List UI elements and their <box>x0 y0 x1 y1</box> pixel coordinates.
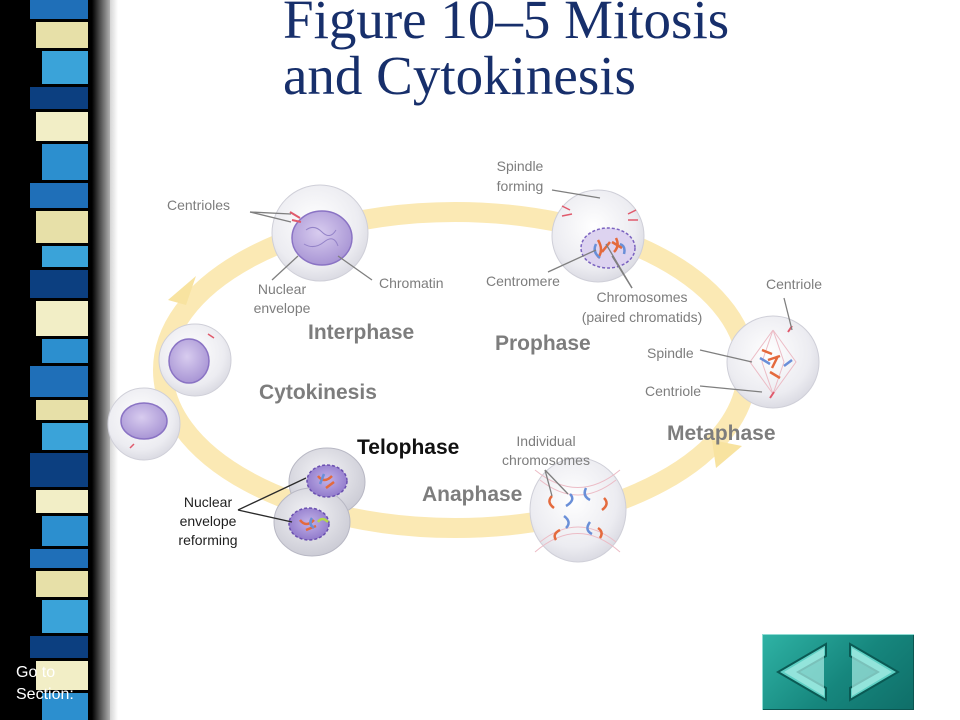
strip-block <box>36 571 88 597</box>
leader-nuclear-envelope <box>271 255 299 281</box>
label-reforming-2: envelope <box>180 513 237 529</box>
strip-block <box>30 366 88 397</box>
label-centriole-bottom: Centriole <box>645 383 701 399</box>
strip-block <box>30 0 88 19</box>
strip-block <box>36 112 88 141</box>
label-centriole-top: Centriole <box>766 276 822 292</box>
phase-cytokinesis: Cytokinesis <box>259 381 377 404</box>
leader-individual-1 <box>544 469 569 495</box>
strip-block <box>30 549 88 568</box>
anaphase-cell <box>529 457 627 563</box>
metaphase-cell <box>726 315 820 409</box>
strip-block <box>42 516 88 546</box>
cytokinesis-cells <box>107 323 232 461</box>
label-spindle-forming-1: Spindle <box>497 158 544 174</box>
strip-block <box>30 270 88 298</box>
strip-block <box>42 246 88 267</box>
strip-block <box>30 183 88 208</box>
slide-title: Figure 10–5 Mitosis and Cytokinesis <box>283 0 729 104</box>
label-centromere: Centromere <box>486 273 560 289</box>
phase-interphase: Interphase <box>308 321 414 344</box>
leader-centriole-bottom <box>699 385 763 393</box>
strip-shadow <box>92 0 118 720</box>
strip-block <box>36 22 88 48</box>
label-spindle-forming-2: forming <box>497 178 544 194</box>
slide-title-line-1: Figure 10–5 Mitosis <box>283 0 730 50</box>
leader-chromosomes-2 <box>611 255 633 289</box>
leader-centrioles-1 <box>249 211 292 215</box>
strip-block <box>42 423 88 450</box>
leader-centriole-top <box>783 297 793 331</box>
leader-reforming-1 <box>237 477 307 511</box>
label-chromosomes-1: Chromosomes <box>596 289 687 305</box>
cycle-ring <box>153 202 757 538</box>
leader-chromatin <box>337 255 373 281</box>
go-to-section-label: Go to Section: <box>16 662 96 706</box>
go-to-line-2: Section: <box>16 686 74 703</box>
phase-anaphase: Anaphase <box>422 483 522 506</box>
strip-block <box>42 339 88 363</box>
leader-reforming-2 <box>237 509 293 523</box>
cycle-arrow-right <box>712 440 742 468</box>
previous-button[interactable] <box>770 638 834 706</box>
phase-metaphase: Metaphase <box>667 422 776 445</box>
phase-prophase: Prophase <box>495 332 591 355</box>
strip-block <box>42 693 88 720</box>
label-reforming-3: reforming <box>178 532 237 548</box>
leader-individual-2 <box>544 469 553 497</box>
leader-centrioles-2 <box>249 211 292 223</box>
cycle-arrow-left <box>168 276 196 305</box>
leader-spindle <box>699 349 753 363</box>
leader-spindle-forming <box>551 189 601 199</box>
right-arrow-icon <box>849 642 900 702</box>
strip-block <box>36 301 88 336</box>
label-centrioles: Centrioles <box>167 197 230 213</box>
label-spindle: Spindle <box>647 345 694 361</box>
label-chromatin: Chromatin <box>379 275 444 291</box>
strip-block <box>36 490 88 513</box>
phase-telophase: Telophase <box>357 436 459 459</box>
label-individual-2: chromosomes <box>502 452 590 468</box>
strip-block <box>36 211 88 243</box>
left-arrow-icon <box>776 642 827 702</box>
decorative-side-strip <box>0 0 110 720</box>
label-chromosomes-2: (paired chromatids) <box>582 309 703 325</box>
go-to-line-1: Go to <box>16 664 56 681</box>
strip-block <box>42 51 88 84</box>
strip-block <box>36 661 88 690</box>
telophase-cell <box>273 447 366 557</box>
strip-block <box>30 453 88 487</box>
strip-block <box>42 600 88 633</box>
strip-block <box>30 636 88 658</box>
slide-title-line-2: and Cytokinesis <box>283 45 636 106</box>
next-button[interactable] <box>842 638 906 706</box>
label-reforming-1: Nuclear <box>184 494 233 510</box>
label-nuclear-envelope-1: Nuclear <box>258 281 307 297</box>
prophase-cell <box>551 189 645 283</box>
label-nuclear-envelope-2: envelope <box>254 300 311 316</box>
strip-block <box>42 144 88 180</box>
strip-block <box>36 400 88 420</box>
label-individual-1: Individual <box>516 433 575 449</box>
strip-block <box>30 87 88 109</box>
section-navigation <box>762 634 914 710</box>
side-strip-blocks <box>30 0 88 720</box>
leader-centromere <box>547 249 597 273</box>
